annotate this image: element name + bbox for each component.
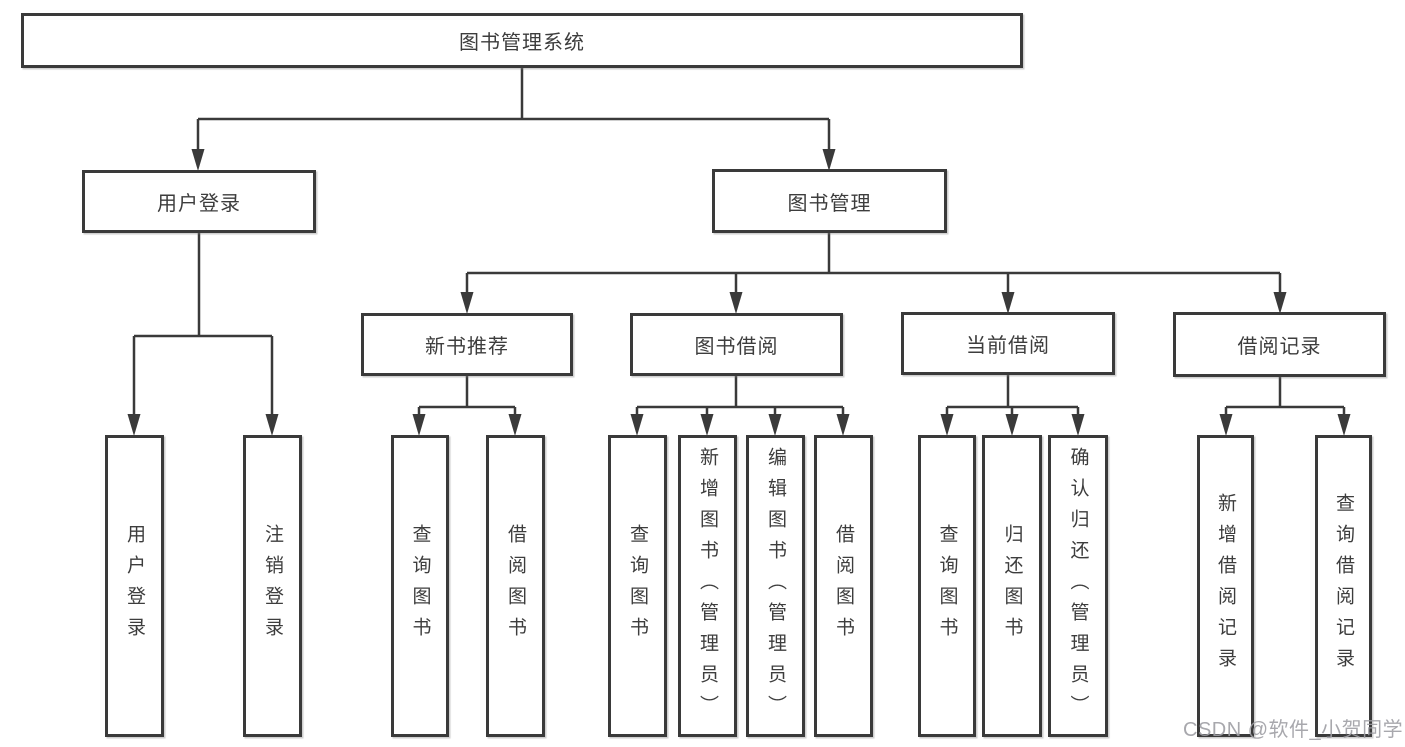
leaf-add-borrow-record: 新增借阅记录: [1197, 435, 1254, 737]
node-label: 图书管理: [787, 192, 872, 215]
leaf-query-books-current: 查询图书: [918, 435, 976, 737]
node-book-borrowing: 图书借阅: [630, 313, 843, 376]
node-label: 归还图书: [1001, 524, 1023, 648]
node-borrowing-records: 借阅记录: [1173, 312, 1386, 377]
node-label: 用户登录: [124, 524, 145, 648]
leaf-query-borrow-record: 查询借阅记录: [1315, 435, 1372, 737]
node-label: 图书管理系统: [459, 32, 585, 54]
leaf-borrow-books: 借阅图书: [814, 435, 873, 737]
leaf-query-books-borrow: 查询图书: [608, 435, 667, 737]
node-label: 编辑图书（管理员）: [765, 446, 786, 726]
leaf-add-books-admin: 新增图书（管理员）: [678, 435, 737, 737]
node-label: 当前借阅: [966, 335, 1050, 357]
leaf-query-books-recommend: 查询图书: [391, 435, 449, 737]
node-label: 新增借阅记录: [1215, 493, 1236, 679]
node-label: 查询图书: [936, 524, 958, 648]
node-label: 查询图书: [627, 524, 648, 648]
leaf-return-books: 归还图书: [982, 435, 1042, 737]
node-label: 用户登录: [157, 193, 241, 215]
leaf-confirm-return-admin: 确认归还（管理员）: [1048, 435, 1108, 737]
node-user-login: 用户登录: [82, 170, 316, 233]
node-library-management-system: 图书管理系统: [21, 13, 1023, 68]
node-label: 注销登录: [262, 524, 283, 648]
watermark: CSDN @软件_小贺同学: [1183, 719, 1404, 741]
node-label: 新增图书（管理员）: [697, 446, 718, 726]
node-label: 查询图书: [409, 524, 431, 648]
leaf-edit-books-admin: 编辑图书（管理员）: [746, 435, 805, 737]
node-label: 新书推荐: [425, 336, 509, 358]
leaf-logout: 注销登录: [243, 435, 302, 737]
node-label: 确认归还（管理员）: [1067, 446, 1089, 726]
node-label: 借阅图书: [833, 524, 854, 648]
node-label: 借阅记录: [1237, 336, 1322, 358]
leaf-user-login: 用户登录: [105, 435, 164, 737]
node-book-management: 图书管理: [712, 169, 947, 233]
node-label: 借阅图书: [505, 524, 526, 648]
node-label: 查询借阅记录: [1333, 493, 1354, 679]
node-label: 图书借阅: [694, 336, 779, 358]
node-current-borrowing: 当前借阅: [901, 312, 1115, 375]
leaf-borrow-books-recommend: 借阅图书: [486, 435, 545, 737]
node-new-book-recommendation: 新书推荐: [361, 313, 573, 376]
